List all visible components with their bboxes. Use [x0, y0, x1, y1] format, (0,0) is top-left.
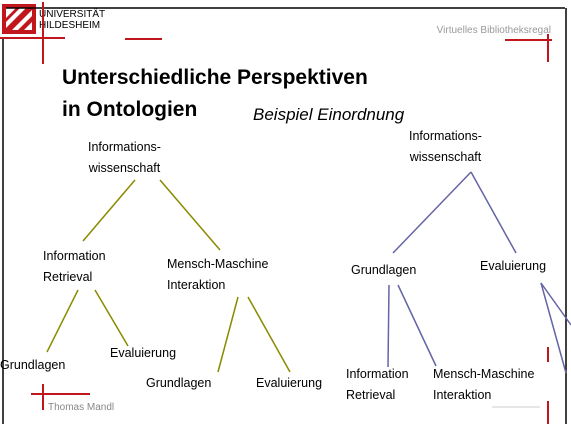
left-leaf-mmi-grundlagen: Grundlagen — [146, 376, 212, 390]
left-root-line1: Informations- — [88, 140, 161, 154]
footer-author: Thomas Mandl — [48, 402, 115, 413]
right-leaf-mmi-line2: Interaktion — [433, 388, 492, 402]
left-root-line2: wissenschaft — [88, 161, 161, 175]
left-node-ir-line1: Information — [43, 249, 106, 263]
left-leaf-ir-evaluierung: Evaluierung — [110, 346, 177, 360]
right-root-line1: Informations- — [409, 129, 482, 143]
right-leaf-ir-line1: Information — [346, 367, 409, 381]
right-node-evaluierung: Evaluierung — [480, 259, 547, 273]
right-root-line2: wissenschaft — [409, 150, 482, 164]
university-name-line2: HILDESHEIM — [39, 20, 101, 31]
right-leaf-mmi-line1: Mensch-Maschine — [433, 367, 535, 381]
university-name-line1: UNIVERSITÄT — [39, 9, 106, 20]
slide-subtitle: Beispiel Einordnung — [253, 105, 405, 124]
left-leaf-ir-grundlagen: Grundlagen — [0, 358, 66, 372]
right-leaf-ir-line2: Retrieval — [346, 388, 396, 402]
right-root-node: Informations- wissenschaft — [409, 126, 482, 168]
right-leaf-ir: Information Retrieval — [346, 364, 409, 406]
series-label: Virtuelles Bibliotheksregal — [436, 25, 551, 36]
left-root-node: Informations- wissenschaft — [88, 137, 161, 179]
slide-title-line1: Unterschiedliche Perspektiven — [62, 66, 368, 89]
right-leaf-mmi: Mensch-Maschine Interaktion — [433, 364, 534, 406]
slide-title-line2: in Ontologien — [62, 98, 198, 121]
left-node-ir-line2: Retrieval — [43, 270, 93, 284]
university-logo — [2, 4, 36, 34]
left-leaf-mmi-evaluierung: Evaluierung — [256, 376, 323, 390]
left-node-mmi-line1: Mensch-Maschine — [167, 257, 269, 271]
left-node-ir: Information Retrieval — [43, 246, 106, 288]
left-node-mmi-line2: Interaktion — [167, 278, 226, 292]
left-node-mmi: Mensch-Maschine Interaktion — [167, 254, 268, 296]
right-node-grundlagen: Grundlagen — [351, 263, 417, 277]
